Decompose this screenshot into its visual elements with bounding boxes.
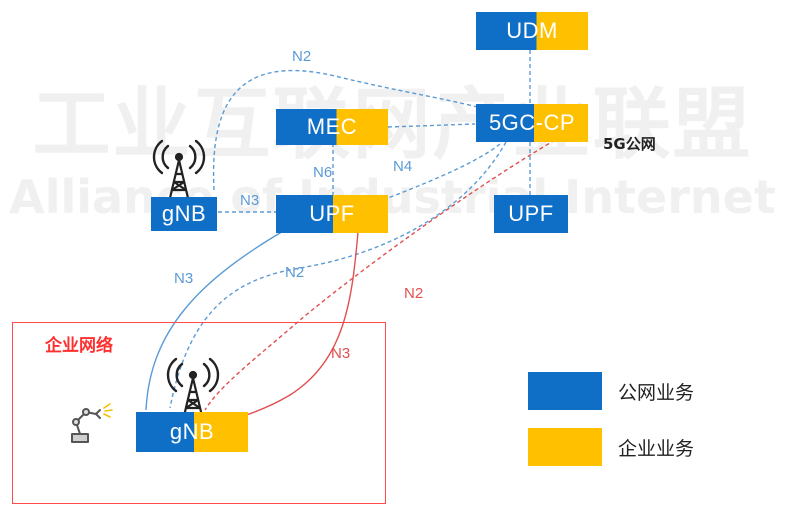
link-label-n2-blue: N2 (285, 264, 305, 281)
legend: 公网业务 企业业务 (528, 372, 768, 472)
public-network-label: 5G公网 (603, 135, 656, 153)
upf-public-node: UPF (494, 195, 568, 233)
upf-enterprise-node: UPF (276, 195, 388, 233)
gnb-enterprise-label: gNB (169, 419, 215, 444)
legend-label-enterprise: 企业业务 (618, 438, 695, 460)
link-label-n3-blue: N3 (174, 270, 194, 287)
link-n3-blue-enterprise (145, 229, 286, 411)
mec-label: MEC (306, 114, 358, 139)
link-label-n3-red: N3 (331, 345, 351, 362)
upf-public-label: UPF (508, 201, 554, 226)
mec-node: MEC (276, 109, 388, 145)
gnb-enterprise-node: gNB (136, 412, 248, 452)
enterprise-network-region (12, 322, 386, 504)
antenna-tower-icon (166, 357, 220, 417)
cp-node: 5GC-CP (476, 104, 588, 142)
link-mec-cp (387, 123, 476, 128)
legend-label-public: 公网业务 (618, 382, 695, 404)
robot-arm-icon (71, 403, 113, 443)
upf-enterprise-label: UPF (309, 201, 355, 226)
legend-swatch-public (528, 372, 602, 410)
link-n2-top (212, 70, 489, 191)
gnb-public-node: gNB (151, 197, 217, 231)
gnb-public-label: gNB (161, 201, 207, 226)
udm-label: UDM (506, 18, 558, 43)
link-n2-blue-enterprise (169, 141, 507, 409)
antenna-tower-icon (152, 139, 206, 199)
link-label-n2-red: N2 (404, 285, 424, 302)
watermark-cn: 工业互联网产业联盟 (32, 80, 753, 170)
link-n3-red-enterprise (236, 231, 359, 419)
enterprise-network-label: 企业网络 (45, 336, 113, 356)
link-n4 (387, 143, 501, 199)
link-label-n3-top: N3 (240, 192, 260, 209)
link-n2-red-enterprise (204, 139, 556, 411)
cp-label: 5GC-CP (488, 110, 576, 135)
link-label-n4: N4 (393, 158, 413, 175)
link-label-n6: N6 (313, 164, 333, 181)
udm-node: UDM (476, 12, 588, 50)
link-label-n2-top: N2 (292, 48, 312, 65)
legend-swatch-enterprise (528, 428, 602, 466)
